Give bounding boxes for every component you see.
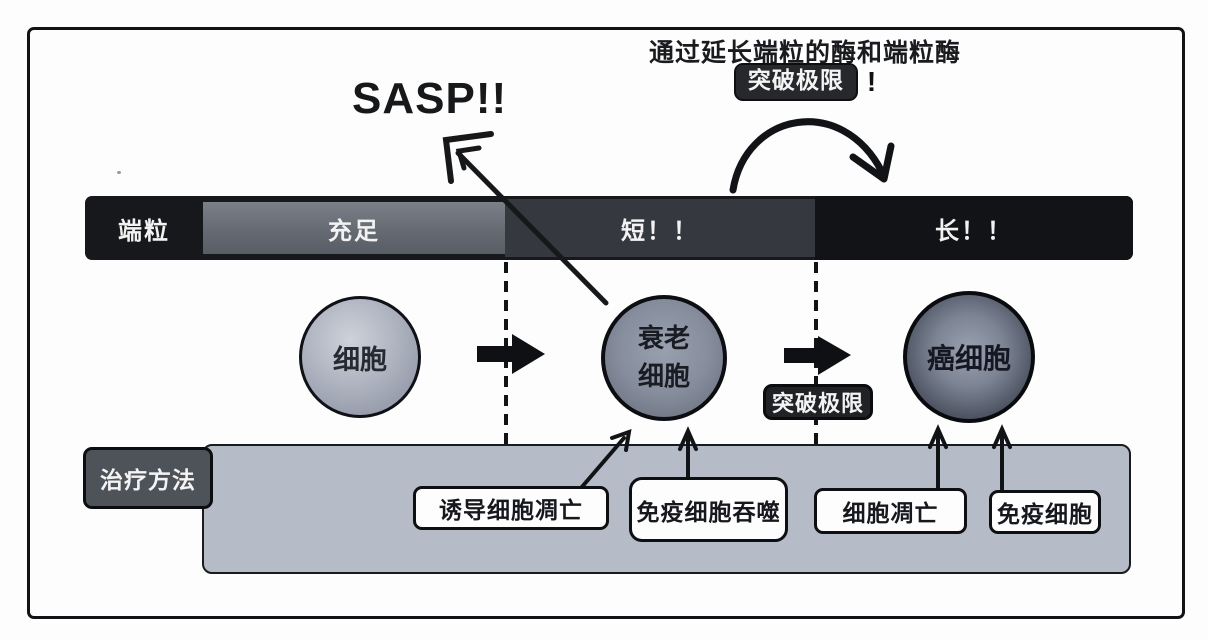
annotation-text: 通过延长端粒的酶和端粒酶 xyxy=(648,39,961,67)
treatment-methods-label: 治疗方法 xyxy=(83,447,213,509)
method-immune-cell: 免疫细胞 xyxy=(989,490,1101,534)
method-induce-apoptosis: 诱导细胞凋亡 xyxy=(413,486,609,530)
method-immune-phagocytosis: 免疫细胞吞噬 xyxy=(629,477,788,542)
cancer-cell-circle: 癌细胞 xyxy=(903,291,1035,423)
telomere-segment-sufficient: 充足 xyxy=(203,202,505,254)
annotation-exclamation: ! xyxy=(866,65,877,97)
telomere-bar: 端粒 充足 短！！ 长！！ xyxy=(85,196,1133,260)
normal-cell-circle: 细胞 xyxy=(299,296,421,418)
cancer-cell-label: 癌细胞 xyxy=(926,343,1011,374)
telomere-segment-long: 长！！ xyxy=(815,196,1133,260)
telomere-segment-short: 短！！ xyxy=(505,199,815,257)
senescent-cell-circle: 衰老 细胞 xyxy=(601,295,727,421)
scan-speck xyxy=(117,171,121,174)
method-apoptosis: 细胞凋亡 xyxy=(814,488,967,534)
senescent-cell-label: 衰老 细胞 xyxy=(637,323,690,391)
telomere-bar-title: 端粒 xyxy=(118,217,170,245)
limit-break-badge-middle: 突破极限 xyxy=(763,384,873,420)
sasp-label: SASP!! xyxy=(352,74,508,123)
annotation-badge-row: 突破极限 ! xyxy=(640,63,970,101)
limit-break-badge-top: 突破极限 xyxy=(733,63,858,101)
outer-frame xyxy=(27,27,1185,619)
normal-cell-label: 细胞 xyxy=(333,344,387,375)
